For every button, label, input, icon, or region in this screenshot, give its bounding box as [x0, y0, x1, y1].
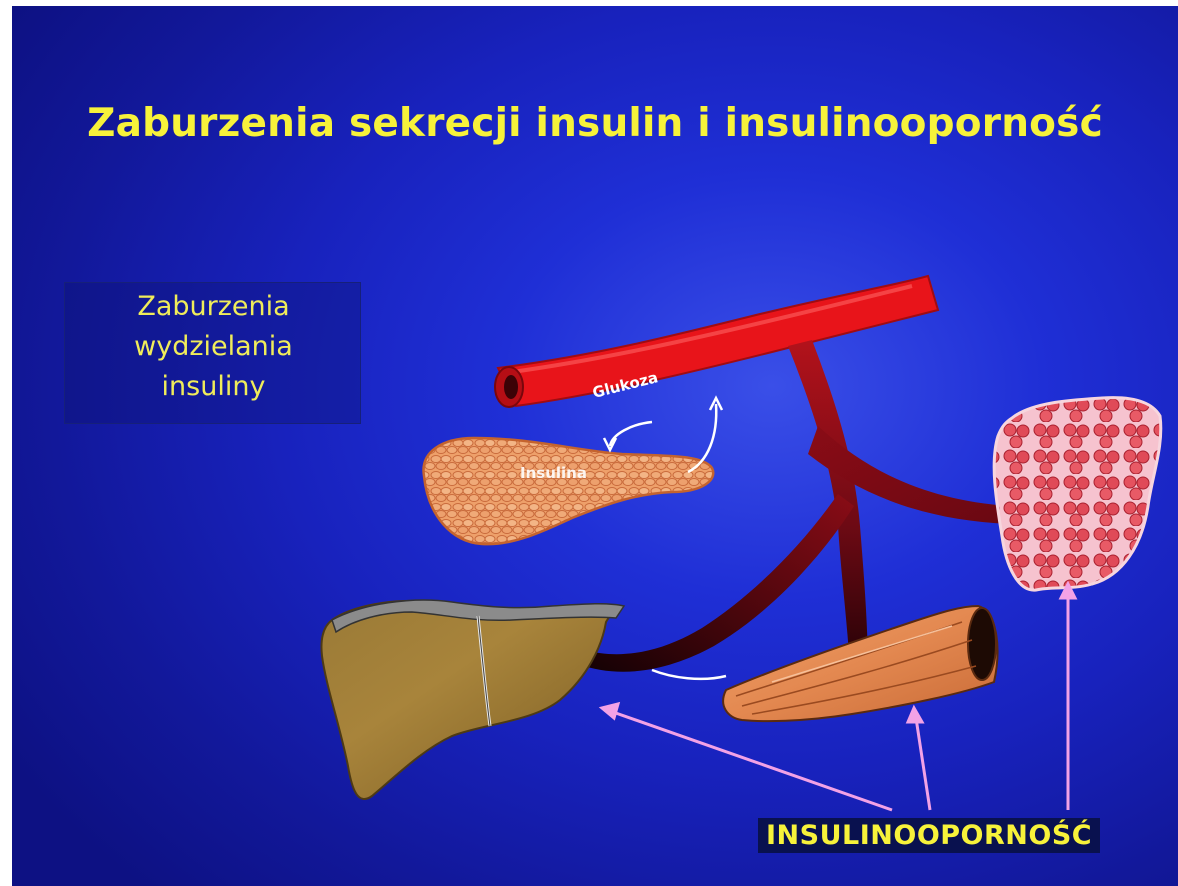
slide-background: Zaburzenia sekrecji insulin i insulinoop…: [12, 6, 1178, 886]
insulin-label: Insulina: [520, 464, 587, 482]
liver-icon: [321, 600, 624, 799]
pancreas-icon: Insulina: [424, 438, 714, 544]
blood-vessel-icon: Glukoza: [495, 276, 938, 407]
insulin-resistance-label: INSULINOOPORNOŚĆ: [758, 818, 1100, 853]
fat-tissue-icon: [994, 398, 1161, 590]
diagram-canvas: Glukoza Insulina: [12, 6, 1178, 886]
